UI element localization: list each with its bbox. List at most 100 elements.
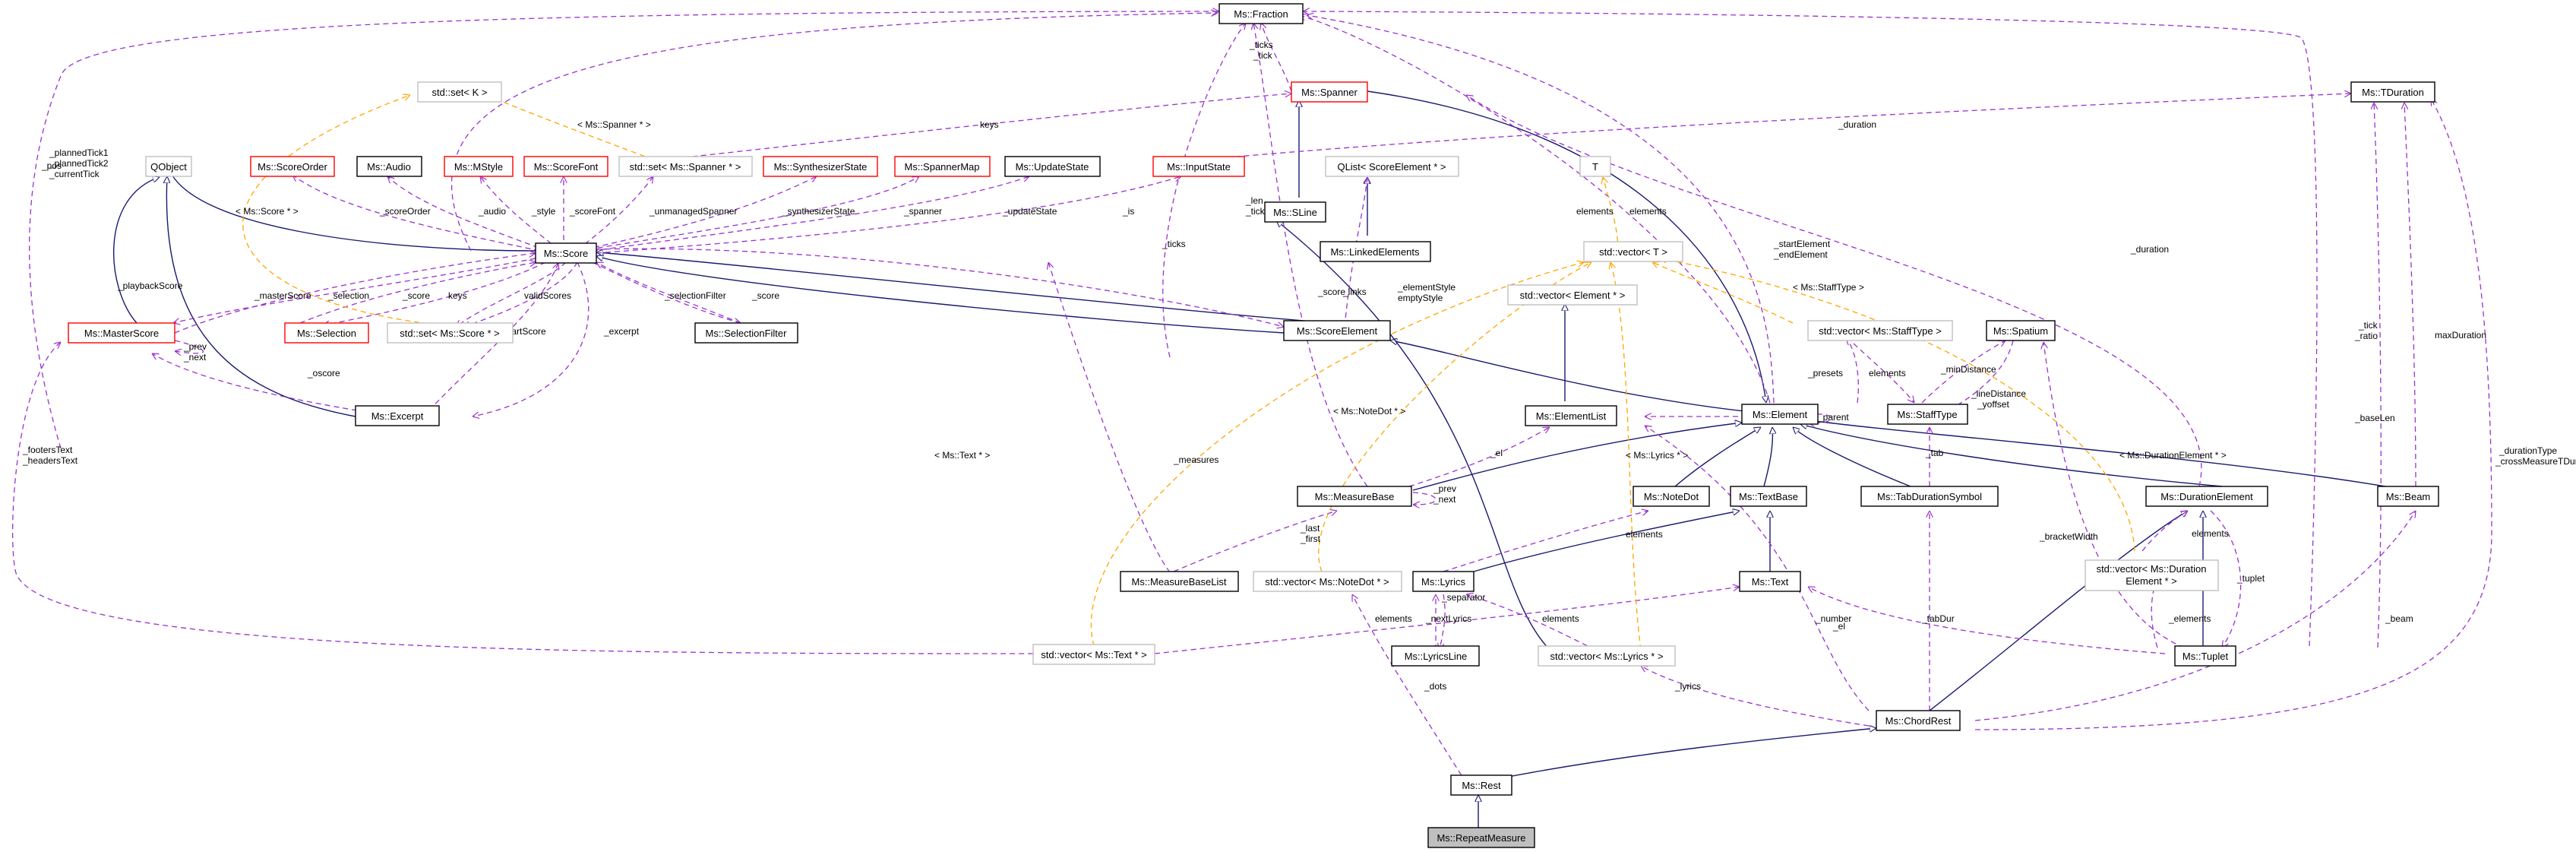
edge-label-endelement: _endElement: [1773, 249, 1828, 260]
node-notedot[interactable]: Ms::NoteDot: [1633, 486, 1710, 507]
node-scoreorder[interactable]: Ms::ScoreOrder: [250, 156, 335, 177]
node-selection[interactable]: Ms::Selection: [284, 322, 369, 344]
edge-label-el2: _el: [1832, 621, 1845, 632]
svg-text:Ms::SLine: Ms::SLine: [1273, 207, 1317, 218]
edge-label-el1: _el: [1490, 448, 1503, 458]
edge-element-fraction: [1307, 15, 1775, 404]
node-rest[interactable]: Ms::Rest: [1450, 774, 1512, 796]
node-linked[interactable]: Ms::LinkedElements: [1320, 241, 1431, 262]
svg-text:Ms::ElementList: Ms::ElementList: [1536, 410, 1607, 422]
node-chordrest[interactable]: Ms::ChordRest: [1876, 710, 1961, 731]
svg-text:Ms::MeasureBase: Ms::MeasureBase: [1315, 491, 1395, 502]
node-durelement[interactable]: Ms::DurationElement: [2145, 486, 2268, 507]
node-masterscore[interactable]: Ms::MasterScore: [68, 322, 175, 344]
node-scorefont[interactable]: Ms::ScoreFont: [523, 156, 608, 177]
node-selfilter[interactable]: Ms::SelectionFilter: [694, 322, 798, 344]
node-scoreelement[interactable]: Ms::ScoreElement: [1283, 320, 1391, 341]
node-repeatmeasure[interactable]: Ms::RepeatMeasure: [1427, 827, 1535, 848]
edge-label-oscore: _oscore: [307, 368, 340, 378]
node-fraction[interactable]: Ms::Fraction: [1218, 3, 1304, 24]
edge-label-tick: _tick: [1253, 50, 1273, 61]
svg-text:Ms::Tuplet: Ms::Tuplet: [2182, 651, 2229, 662]
node-vector-element[interactable]: std::vector< Element * >: [1507, 284, 1638, 306]
node-synthstate[interactable]: Ms::SynthesizerState: [763, 156, 878, 177]
edge-label-notedot-ptr: < Ms::NoteDot * >: [1333, 406, 1405, 416]
edge-label-mindistance: _minDistance: [1940, 364, 1996, 375]
svg-text:std::vector< Ms::Lyrics * >: std::vector< Ms::Lyrics * >: [1550, 651, 1663, 662]
node-updatestate[interactable]: Ms::UpdateState: [1004, 156, 1101, 177]
edge-label-separator: _separator: [1441, 592, 1485, 603]
node-set-spanner[interactable]: std::set< Ms::Spanner * >: [618, 156, 753, 177]
edge-notedot-vecnotedot: [1443, 511, 1648, 572]
edge-sline-lyricsline: [1276, 220, 1550, 651]
edge-vector-vectext: [1090, 262, 1584, 647]
svg-text:Ms::Lyrics: Ms::Lyrics: [1421, 576, 1466, 588]
svg-text:Ms::Selection: Ms::Selection: [297, 328, 356, 339]
edge-label-synthstate: _synthesizerState: [782, 206, 855, 217]
node-tduration[interactable]: Ms::TDuration: [2350, 81, 2435, 103]
edge-qobject-score: [167, 163, 536, 252]
node-tabdur[interactable]: Ms::TabDurationSymbol: [1860, 486, 1999, 507]
edge-masterscore-masterscore-prev: [175, 340, 204, 353]
edge-label-maxduration: maxDuration: [2435, 330, 2486, 340]
svg-text:std::vector< Ms::StaffType >: std::vector< Ms::StaffType >: [1819, 325, 1942, 337]
node-elementlist[interactable]: Ms::ElementList: [1525, 405, 1617, 426]
svg-text:Ms::LinkedElements: Ms::LinkedElements: [1330, 246, 1420, 258]
edge-fraction-masterscore: [29, 11, 1219, 449]
svg-text:std::set< K >: std::set< K >: [432, 87, 488, 98]
edge-label-masterscore: _masterScore: [254, 290, 311, 301]
node-vector-stafftype[interactable]: std::vector< Ms::StaffType >: [1807, 320, 1953, 341]
edge-label-footers: _footersText: [22, 445, 73, 455]
edge-mstyle-score: [480, 176, 559, 250]
node-audio[interactable]: Ms::Audio: [356, 156, 422, 177]
node-vector-lyrics[interactable]: std::vector< Ms::Lyrics * >: [1538, 645, 1676, 667]
node-set-score[interactable]: std::set< Ms::Score * >: [387, 322, 514, 344]
node-mblist[interactable]: Ms::MeasureBaseList: [1120, 571, 1239, 592]
edge-setk-setspanner: [486, 95, 654, 160]
edge-label-lyrics: _lyrics: [1674, 681, 1701, 692]
node-vector-text[interactable]: std::vector< Ms::Text * >: [1032, 644, 1155, 665]
edge-label-parent: _parent: [1817, 412, 1849, 423]
node-score[interactable]: Ms::Score: [535, 242, 597, 264]
edge-label-measures: _measures: [1173, 455, 1218, 465]
node-beam[interactable]: Ms::Beam: [2377, 486, 2439, 507]
edge-vector-vecdur: [1660, 258, 2135, 552]
node-mstyle[interactable]: Ms::MStyle: [444, 156, 514, 177]
node-vector-dur[interactable]: std::vector< Ms::DurationElement * >: [2085, 559, 2219, 591]
svg-text:Ms::LyricsLine: Ms::LyricsLine: [1405, 651, 1468, 662]
node-element[interactable]: Ms::Element: [1741, 404, 1819, 425]
edge-label-pos: _pos: [41, 160, 62, 171]
node-text[interactable]: Ms::Text: [1739, 571, 1801, 592]
svg-text:Ms::Excerpt: Ms::Excerpt: [371, 410, 424, 422]
edge-element-scoreelement: [1390, 340, 1752, 413]
svg-text:Ms::Rest: Ms::Rest: [1462, 780, 1501, 791]
edge-label-beam: _beam: [2385, 613, 2413, 624]
node-t[interactable]: T: [1579, 156, 1611, 177]
edge-label-lyrics-ptr: < Ms::Lyrics * >: [1626, 450, 1688, 461]
node-stafftype[interactable]: Ms::StaffType: [1887, 404, 1968, 425]
node-set-k[interactable]: std::set< K >: [417, 81, 502, 103]
node-qobject[interactable]: QObject: [145, 156, 192, 177]
node-lyricsline[interactable]: Ms::LyricsLine: [1391, 645, 1480, 667]
edge-label-elements-nd: elements: [1626, 529, 1663, 540]
node-vector-t[interactable]: std::vector< T >: [1583, 241, 1683, 262]
node-excerpt[interactable]: Ms::Excerpt: [355, 405, 440, 426]
node-spanner[interactable]: Ms::Spanner: [1291, 81, 1368, 103]
node-inputstate[interactable]: Ms::InputState: [1152, 156, 1245, 177]
node-sline[interactable]: Ms::SLine: [1264, 201, 1326, 223]
node-tuplet[interactable]: Ms::Tuplet: [2174, 645, 2236, 667]
node-spatium[interactable]: Ms::Spatium: [1986, 320, 2056, 341]
svg-text:Ms::NoteDot: Ms::NoteDot: [1644, 491, 1699, 502]
svg-text:std::vector< Ms::Text * >: std::vector< Ms::Text * >: [1041, 649, 1146, 660]
node-vector-notedot[interactable]: std::vector< Ms::NoteDot * >: [1253, 571, 1402, 592]
node-measurebase[interactable]: Ms::MeasureBase: [1297, 486, 1412, 507]
node-textbase[interactable]: Ms::TextBase: [1730, 486, 1807, 507]
node-spannermap[interactable]: Ms::SpannerMap: [894, 156, 991, 177]
svg-text:std::set< Ms::Spanner * >: std::set< Ms::Spanner * >: [630, 161, 741, 173]
edge-label-score3: _score: [1317, 287, 1345, 297]
edge-label-baselen: _baseLen: [2354, 413, 2395, 423]
svg-text:Ms::DurationElement: Ms::DurationElement: [2160, 491, 2253, 502]
svg-text:Ms::MasterScore: Ms::MasterScore: [84, 328, 159, 339]
node-lyrics[interactable]: Ms::Lyrics: [1412, 571, 1474, 592]
node-qlist[interactable]: QList< ScoreElement * >: [1325, 156, 1459, 177]
